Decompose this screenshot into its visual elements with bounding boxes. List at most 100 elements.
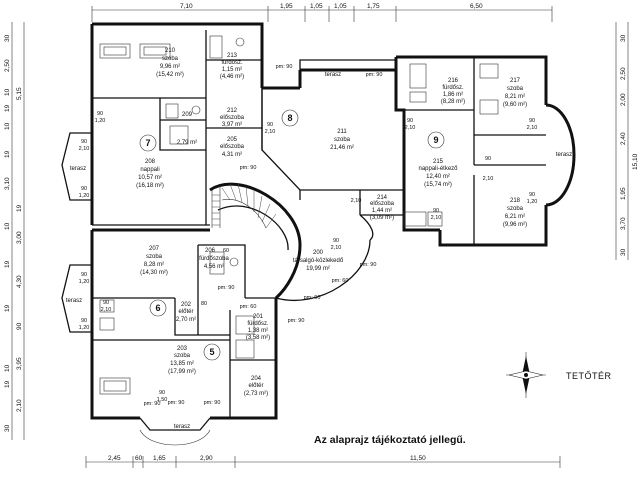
svg-text:1,38 m²: 1,38 m²: [248, 328, 268, 334]
svg-text:206: 206: [205, 248, 216, 254]
svg-text:19,99 m²: 19,99 m²: [306, 266, 330, 272]
unit-number: 7: [145, 138, 150, 148]
room-213: 213 fürdősz. 1,15 m² (4,46 m²): [220, 53, 244, 80]
svg-text:(17,99 m²): (17,99 m²): [168, 369, 196, 375]
room-200: 200 társalgó-közlekedő 19,99 m²: [293, 250, 344, 272]
svg-text:2,10: 2,10: [405, 125, 416, 131]
svg-text:2,10: 2,10: [483, 176, 494, 182]
svg-text:1,50: 1,50: [157, 397, 168, 403]
terrace-label: terasz: [556, 152, 572, 158]
svg-text:nappali-étkező: nappali-étkező: [418, 166, 458, 172]
svg-text:10,57 m²: 10,57 m²: [138, 175, 162, 181]
svg-text:90: 90: [333, 238, 339, 244]
svg-text:szoba: szoba: [162, 56, 179, 62]
svg-text:1,20: 1,20: [79, 193, 90, 199]
svg-text:szoba: szoba: [334, 137, 351, 143]
svg-text:9,96 m²: 9,96 m²: [160, 64, 180, 70]
svg-text:200: 200: [313, 250, 324, 256]
bottom-dim-5: 11,50: [410, 455, 426, 462]
svg-text:1,15 m²: 1,15 m²: [222, 67, 242, 73]
room-201: 201 fürdősz. 1,38 m² (3,58 m²): [246, 314, 270, 341]
svg-text:előszoba: előszoba: [370, 201, 395, 207]
room-207: 207 szoba 8,28 m² (14,30 m²): [140, 246, 168, 276]
svg-text:216: 216: [448, 78, 459, 84]
svg-text:(4,46 m²): (4,46 m²): [220, 74, 244, 80]
left-dim-16: 3,95: [16, 357, 23, 370]
staircase: [211, 183, 277, 229]
room-215: 215 nappali-étkező 12,40 m² (15,74 m²): [418, 159, 458, 188]
svg-text:2,10: 2,10: [351, 198, 362, 204]
unit-number: 5: [209, 347, 214, 357]
room-209: 209 2,79 m²: [177, 112, 197, 146]
top-dim-1: 7,10: [180, 3, 193, 10]
svg-text:(9,60 m²): (9,60 m²): [503, 102, 527, 108]
terrace-label: terasz: [70, 166, 86, 172]
svg-text:90: 90: [159, 390, 165, 396]
terrace-left-lower: terasz: [61, 264, 92, 333]
svg-text:pm: 90: pm: 90: [366, 72, 383, 78]
top-dim-4: 1,05: [334, 3, 347, 10]
left-dim-18: 19: [4, 380, 11, 388]
svg-text:4,56 m²: 4,56 m²: [204, 264, 224, 270]
svg-text:211: 211: [337, 129, 347, 135]
svg-text:2,10: 2,10: [265, 129, 276, 135]
unit-markers: 7 8 9 6 5: [139, 109, 445, 361]
terrace-label: terasz: [174, 424, 190, 430]
svg-text:13,85 m²: 13,85 m²: [170, 361, 194, 367]
svg-text:pm: 90: pm: 90: [218, 285, 235, 291]
svg-text:szoba: szoba: [174, 353, 191, 359]
curved-gallery-walls: [209, 182, 374, 301]
top-dimension-line: 7,10 1,95 1,05 1,05 1,75 6,50: [91, 3, 553, 22]
left-dim-4: 19: [4, 104, 11, 112]
svg-text:2,10: 2,10: [101, 307, 112, 313]
svg-text:nappali: nappali: [140, 167, 159, 173]
left-dim-8: 3,10: [4, 177, 11, 190]
right-dim-4: 2,40: [620, 132, 627, 145]
svg-text:1,20: 1,20: [79, 279, 90, 285]
bottom-dim-2: 60: [135, 455, 143, 462]
room-216: 216 fürdősz. 1,86 m² (8,28 m²): [441, 78, 465, 105]
svg-text:pm: 90: pm: 90: [304, 295, 321, 301]
room-203: 203 szoba 13,85 m² (17,99 m²): [168, 346, 196, 375]
top-dim-5: 1,75: [367, 3, 380, 10]
svg-text:214: 214: [377, 195, 388, 201]
left-dim-11: 3,00: [16, 231, 23, 244]
svg-text:215: 215: [433, 159, 444, 165]
left-dim-9: 19: [16, 204, 23, 212]
terrace-left-upper: terasz: [61, 132, 92, 201]
svg-text:8,21 m²: 8,21 m²: [505, 94, 525, 100]
svg-text:szoba: szoba: [507, 86, 524, 92]
terrace-bottom: terasz: [139, 417, 211, 446]
svg-text:2,10: 2,10: [79, 146, 90, 152]
svg-text:90: 90: [407, 118, 413, 124]
svg-text:pm: 90: pm: 90: [144, 401, 161, 407]
right-dimension-line: 30 2,50 2,00 2,40 15,10 1,95 3,70 30: [615, 22, 639, 260]
svg-text:1,20: 1,20: [95, 118, 106, 124]
svg-text:212: 212: [227, 108, 238, 114]
left-dim-14: 19: [4, 304, 11, 312]
unit-number: 8: [287, 113, 292, 123]
bottom-dimension-line: 2,45 60 1,65 2,90 11,50: [85, 455, 561, 468]
bottom-dim-3: 1,65: [153, 455, 166, 462]
svg-text:pm: 90: pm: 90: [276, 64, 293, 70]
unit-number: 6: [155, 303, 160, 313]
svg-text:217: 217: [510, 78, 521, 84]
svg-text:1,44 m²: 1,44 m²: [372, 208, 392, 214]
svg-text:1,20: 1,20: [527, 199, 538, 205]
opening-labels: pm: 90 pm: 90 pm: 90 pm: 90 pm: 90 pm: 9…: [79, 64, 538, 407]
svg-text:(15,74 m²): (15,74 m²): [424, 182, 452, 188]
room-205: 205 előszoba 4,31 m²: [220, 137, 245, 158]
svg-text:90: 90: [81, 186, 87, 192]
room-214: 214 előszoba 1,44 m² (3,09 m²): [370, 195, 395, 221]
left-dim-15: 90: [16, 322, 23, 330]
svg-text:pm: 60: pm: 60: [332, 278, 349, 284]
disclaimer-note: Az alaprajz tájékoztató jellegű.: [314, 434, 466, 446]
svg-text:3,97 m²: 3,97 m²: [222, 122, 242, 128]
svg-text:(16,18 m²): (16,18 m²): [136, 183, 164, 189]
compass-icon: [506, 352, 546, 398]
right-dim-6: 1,95: [620, 187, 627, 200]
svg-text:pm: 90: pm: 90: [168, 400, 185, 406]
terrace-right: terasz: [556, 152, 572, 158]
svg-text:90: 90: [81, 139, 87, 145]
svg-text:(15,42 m²): (15,42 m²): [156, 72, 184, 78]
